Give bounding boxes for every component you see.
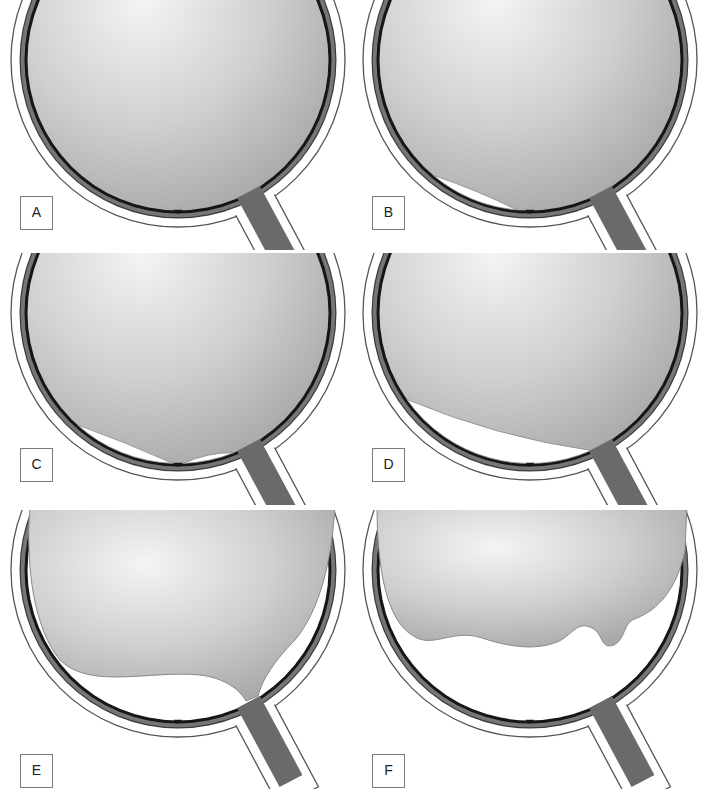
fovea: [174, 210, 183, 214]
fovea: [526, 463, 535, 467]
eye-panel: [363, 0, 697, 250]
fovea: [174, 463, 183, 467]
panel-label-box: E: [20, 754, 53, 788]
choroid: [373, 0, 688, 217]
sclera: [11, 0, 345, 227]
vitreous: [380, 0, 681, 211]
sclera: [363, 0, 697, 227]
panel-letter: B: [384, 205, 393, 220]
eye-panel: [363, 253, 697, 505]
sclera-inner: [20, 253, 337, 472]
choroid: [373, 510, 688, 727]
panel-label-box: B: [372, 196, 405, 230]
sclera-fill: [364, 510, 696, 736]
optic-nerve: [237, 439, 302, 505]
optic-nerve: [589, 696, 654, 787]
optic-nerve: [237, 696, 302, 787]
vitreous: [380, 253, 681, 464]
panel-label-box: C: [20, 448, 53, 482]
panel-letter: F: [384, 763, 393, 778]
sclera-inner: [372, 0, 689, 219]
sclera: [11, 253, 345, 480]
retina: [377, 253, 684, 467]
retina: [25, 0, 332, 214]
panel-label-box: A: [20, 196, 53, 230]
detachment-gap: [183, 453, 234, 464]
sclera-fill: [12, 253, 344, 479]
choroid: [21, 0, 336, 217]
optic-nerve: [237, 186, 302, 250]
panel-label-box: F: [372, 754, 405, 788]
fovea: [526, 210, 535, 214]
vitreous: [28, 253, 329, 464]
vitreous: [377, 510, 687, 647]
sclera-fill: [364, 253, 696, 479]
sclera: [11, 510, 345, 737]
panel-letter: D: [383, 457, 393, 472]
sclera-fill: [12, 0, 344, 226]
detachment-gap: [77, 425, 172, 464]
vitreous: [28, 0, 329, 211]
sclera: [363, 253, 697, 480]
panel-letter: E: [32, 763, 41, 778]
choroid: [21, 510, 336, 727]
sclera: [363, 510, 697, 737]
sclera-inner: [372, 510, 689, 729]
detachment-gap: [407, 399, 591, 463]
optic-nerve: [589, 439, 654, 505]
fovea: [174, 720, 183, 724]
detachment-gap: [433, 175, 517, 210]
vitreous: [29, 510, 335, 701]
panel-letter: A: [32, 205, 41, 220]
retina: [25, 253, 332, 467]
eye-panel: [363, 510, 697, 789]
sclera-inner: [20, 0, 337, 219]
sclera-fill: [364, 0, 696, 226]
fovea: [526, 720, 535, 724]
sclera-inner: [20, 510, 337, 729]
sclera-fill: [12, 510, 344, 736]
sclera-inner: [372, 253, 689, 472]
panel-label-box: D: [372, 448, 405, 482]
retina: [377, 0, 684, 214]
choroid: [373, 253, 688, 470]
eye-panel: [11, 0, 345, 250]
eye-panel: [11, 510, 345, 789]
eye-panel: [11, 253, 345, 505]
panel-letter: C: [31, 457, 41, 472]
optic-nerve: [589, 186, 654, 250]
choroid: [21, 253, 336, 470]
